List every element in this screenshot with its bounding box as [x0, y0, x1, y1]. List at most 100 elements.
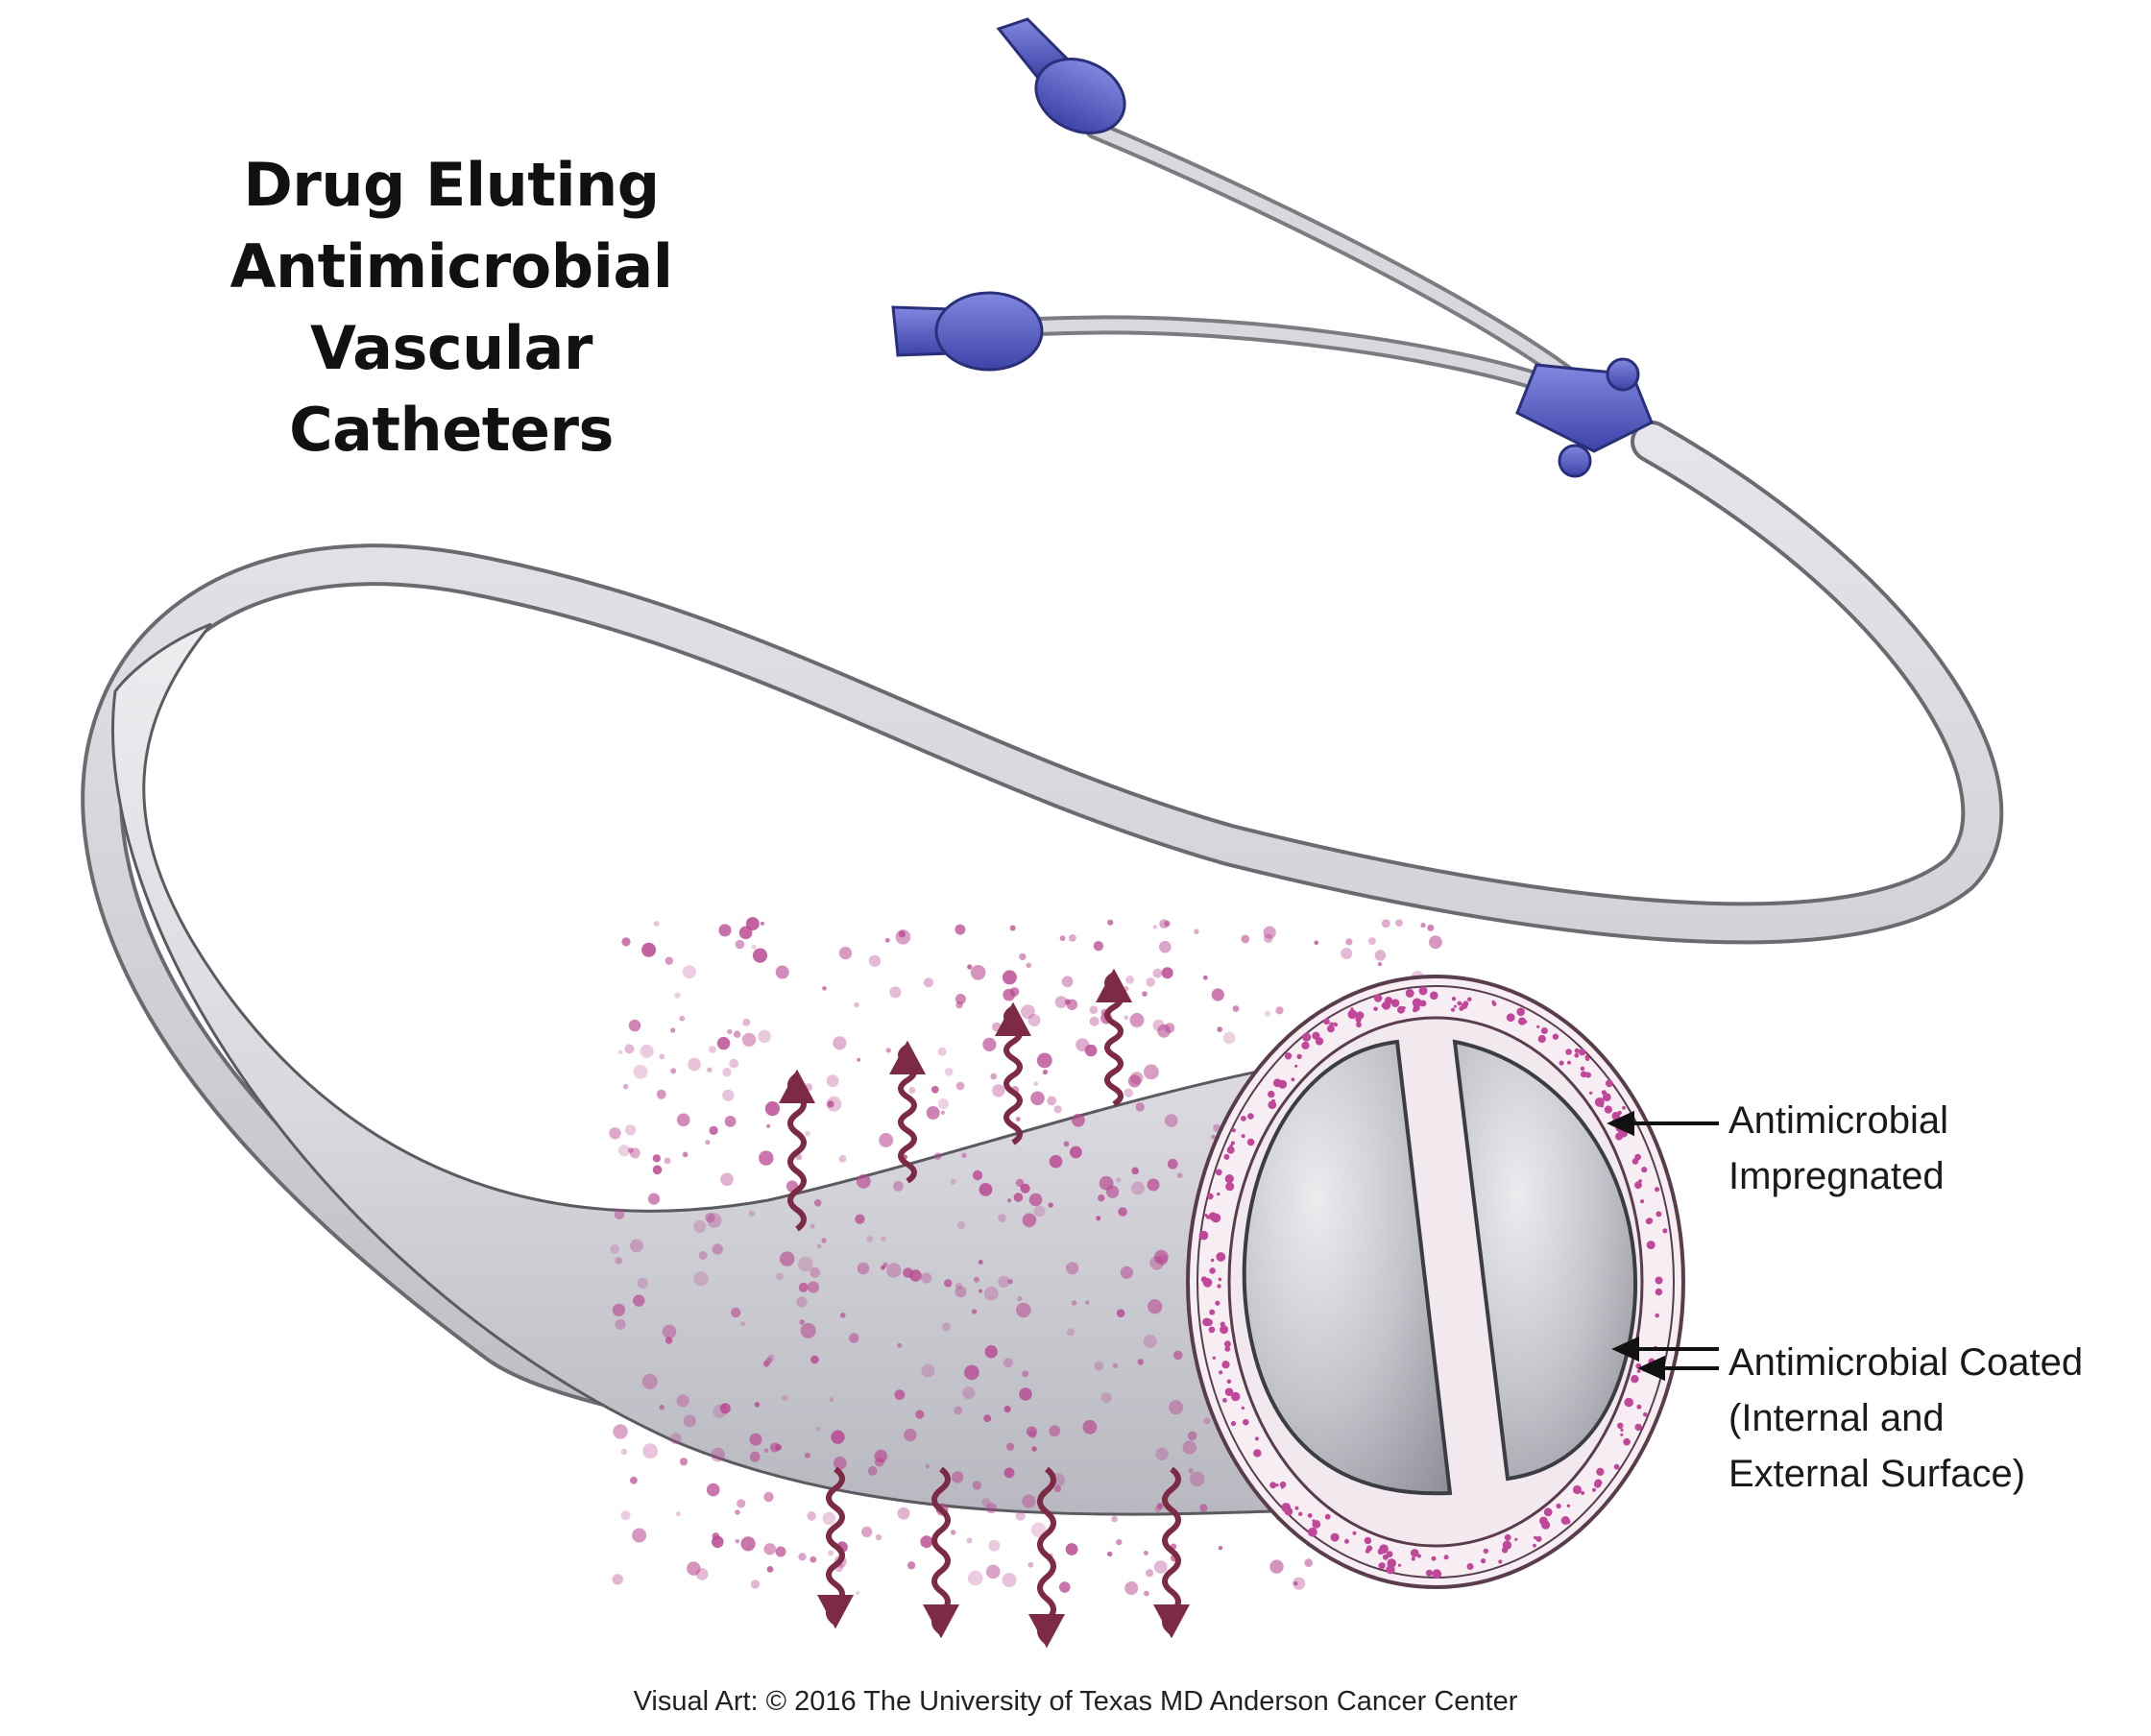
drug-particle [1070, 1145, 1082, 1159]
drug-particle [1021, 1004, 1035, 1019]
ring-particle [1209, 1309, 1216, 1315]
drug-particle [735, 939, 745, 950]
drug-particle [805, 1452, 810, 1459]
ring-particle [1556, 1503, 1561, 1509]
drug-particle [1036, 1052, 1052, 1069]
ring-particle [1580, 1066, 1585, 1072]
ring-particle [1241, 1134, 1245, 1139]
drug-particle [866, 1236, 874, 1242]
drug-particle [1147, 1178, 1160, 1192]
drug-particle [908, 1086, 916, 1094]
ring-particle [1646, 1241, 1656, 1250]
drug-particle [617, 1145, 631, 1157]
ring-particle [1534, 1535, 1537, 1540]
ring-particle [1443, 1555, 1449, 1560]
ring-particle [1281, 1503, 1292, 1512]
ring-particle [1268, 1090, 1275, 1098]
ring-particle [1514, 1537, 1518, 1541]
drug-particle [822, 986, 827, 991]
drug-particle [665, 956, 673, 965]
drug-particle [1067, 1328, 1075, 1337]
ring-particle [1466, 1563, 1474, 1570]
ring-particle [1431, 1555, 1437, 1561]
ring-particle [1230, 1141, 1235, 1145]
ring-particle [1243, 1418, 1249, 1426]
drug-particle [628, 1019, 641, 1032]
drug-particle [1003, 1358, 1013, 1368]
drug-particle [662, 1324, 677, 1339]
drug-particle [1084, 1044, 1098, 1057]
arrow-head [1152, 1604, 1191, 1639]
drug-particle [979, 1183, 993, 1196]
drug-particle [1232, 1005, 1240, 1012]
drug-particle [682, 1151, 689, 1158]
ring-particle [1224, 1387, 1234, 1396]
ring-particle [1640, 1199, 1645, 1204]
drug-particle [1007, 1279, 1013, 1285]
drug-particle [897, 1507, 910, 1520]
drug-particle [797, 1256, 813, 1272]
drug-particle [1154, 1506, 1161, 1513]
drug-particle [656, 1089, 666, 1099]
drug-particle [780, 1251, 795, 1266]
drug-particle [1129, 1013, 1145, 1027]
drug-particle [1064, 999, 1071, 1005]
extension-line-lower-fill [1031, 319, 1552, 390]
drug-particle [1124, 1015, 1129, 1021]
drug-particle [670, 1027, 676, 1033]
drug-particle [652, 1154, 661, 1163]
drug-particle [800, 1322, 816, 1338]
ring-particle [1641, 1167, 1648, 1173]
ring-particle [1634, 1181, 1642, 1190]
ring-particle [1302, 1032, 1312, 1042]
ring-particle [1324, 1513, 1331, 1520]
drug-particle [1217, 1026, 1222, 1032]
ring-particle [1356, 1011, 1365, 1020]
ring-particle [1636, 1404, 1642, 1410]
ring-particle [1294, 1506, 1299, 1510]
ring-particle [1450, 1007, 1456, 1012]
drug-particle [1377, 961, 1383, 967]
drug-particle [805, 1130, 810, 1137]
drug-particle [765, 1357, 773, 1364]
arrow-head [994, 1001, 1032, 1036]
ring-particle [1430, 991, 1438, 1001]
drug-particle [727, 1028, 733, 1035]
drug-particle [923, 977, 934, 988]
drug-particle [813, 1199, 822, 1207]
ring-particle [1622, 1105, 1626, 1110]
drug-particle [1194, 928, 1199, 934]
drug-particle [1345, 938, 1353, 946]
drug-particle [807, 1281, 820, 1293]
drug-particle [664, 1157, 671, 1165]
drug-particle [950, 1178, 956, 1185]
drug-particle [854, 1001, 859, 1008]
ring-particle [1215, 1169, 1222, 1176]
drug-particle [904, 1428, 917, 1442]
ring-particle [1631, 1158, 1639, 1165]
drug-particle [955, 1001, 963, 1009]
drug-particle [775, 1546, 786, 1557]
wavy-release-arrow [1037, 1466, 1056, 1645]
drug-particle [1275, 1006, 1284, 1015]
drug-particle [925, 1463, 930, 1469]
ring-particle [1543, 1507, 1553, 1517]
drug-particle [1006, 1442, 1015, 1451]
drug-particle [838, 1155, 847, 1163]
drug-particle [640, 1044, 654, 1058]
drug-particle [1211, 1134, 1216, 1140]
drug-particle [984, 1286, 999, 1301]
drug-particle [720, 1172, 734, 1187]
drug-particle [1116, 1539, 1123, 1546]
drug-particle [1049, 1154, 1063, 1169]
drug-particle [972, 1169, 983, 1181]
ring-particle [1584, 1056, 1590, 1061]
drug-particle [1143, 1335, 1157, 1348]
drug-particle [683, 1414, 696, 1428]
ring-particle [1552, 1033, 1559, 1040]
drug-particle [893, 1181, 904, 1192]
ring-particle [1467, 997, 1472, 1002]
drug-particle [609, 1127, 621, 1140]
drug-particle [1019, 952, 1027, 961]
catheter-body [110, 622, 1423, 1516]
